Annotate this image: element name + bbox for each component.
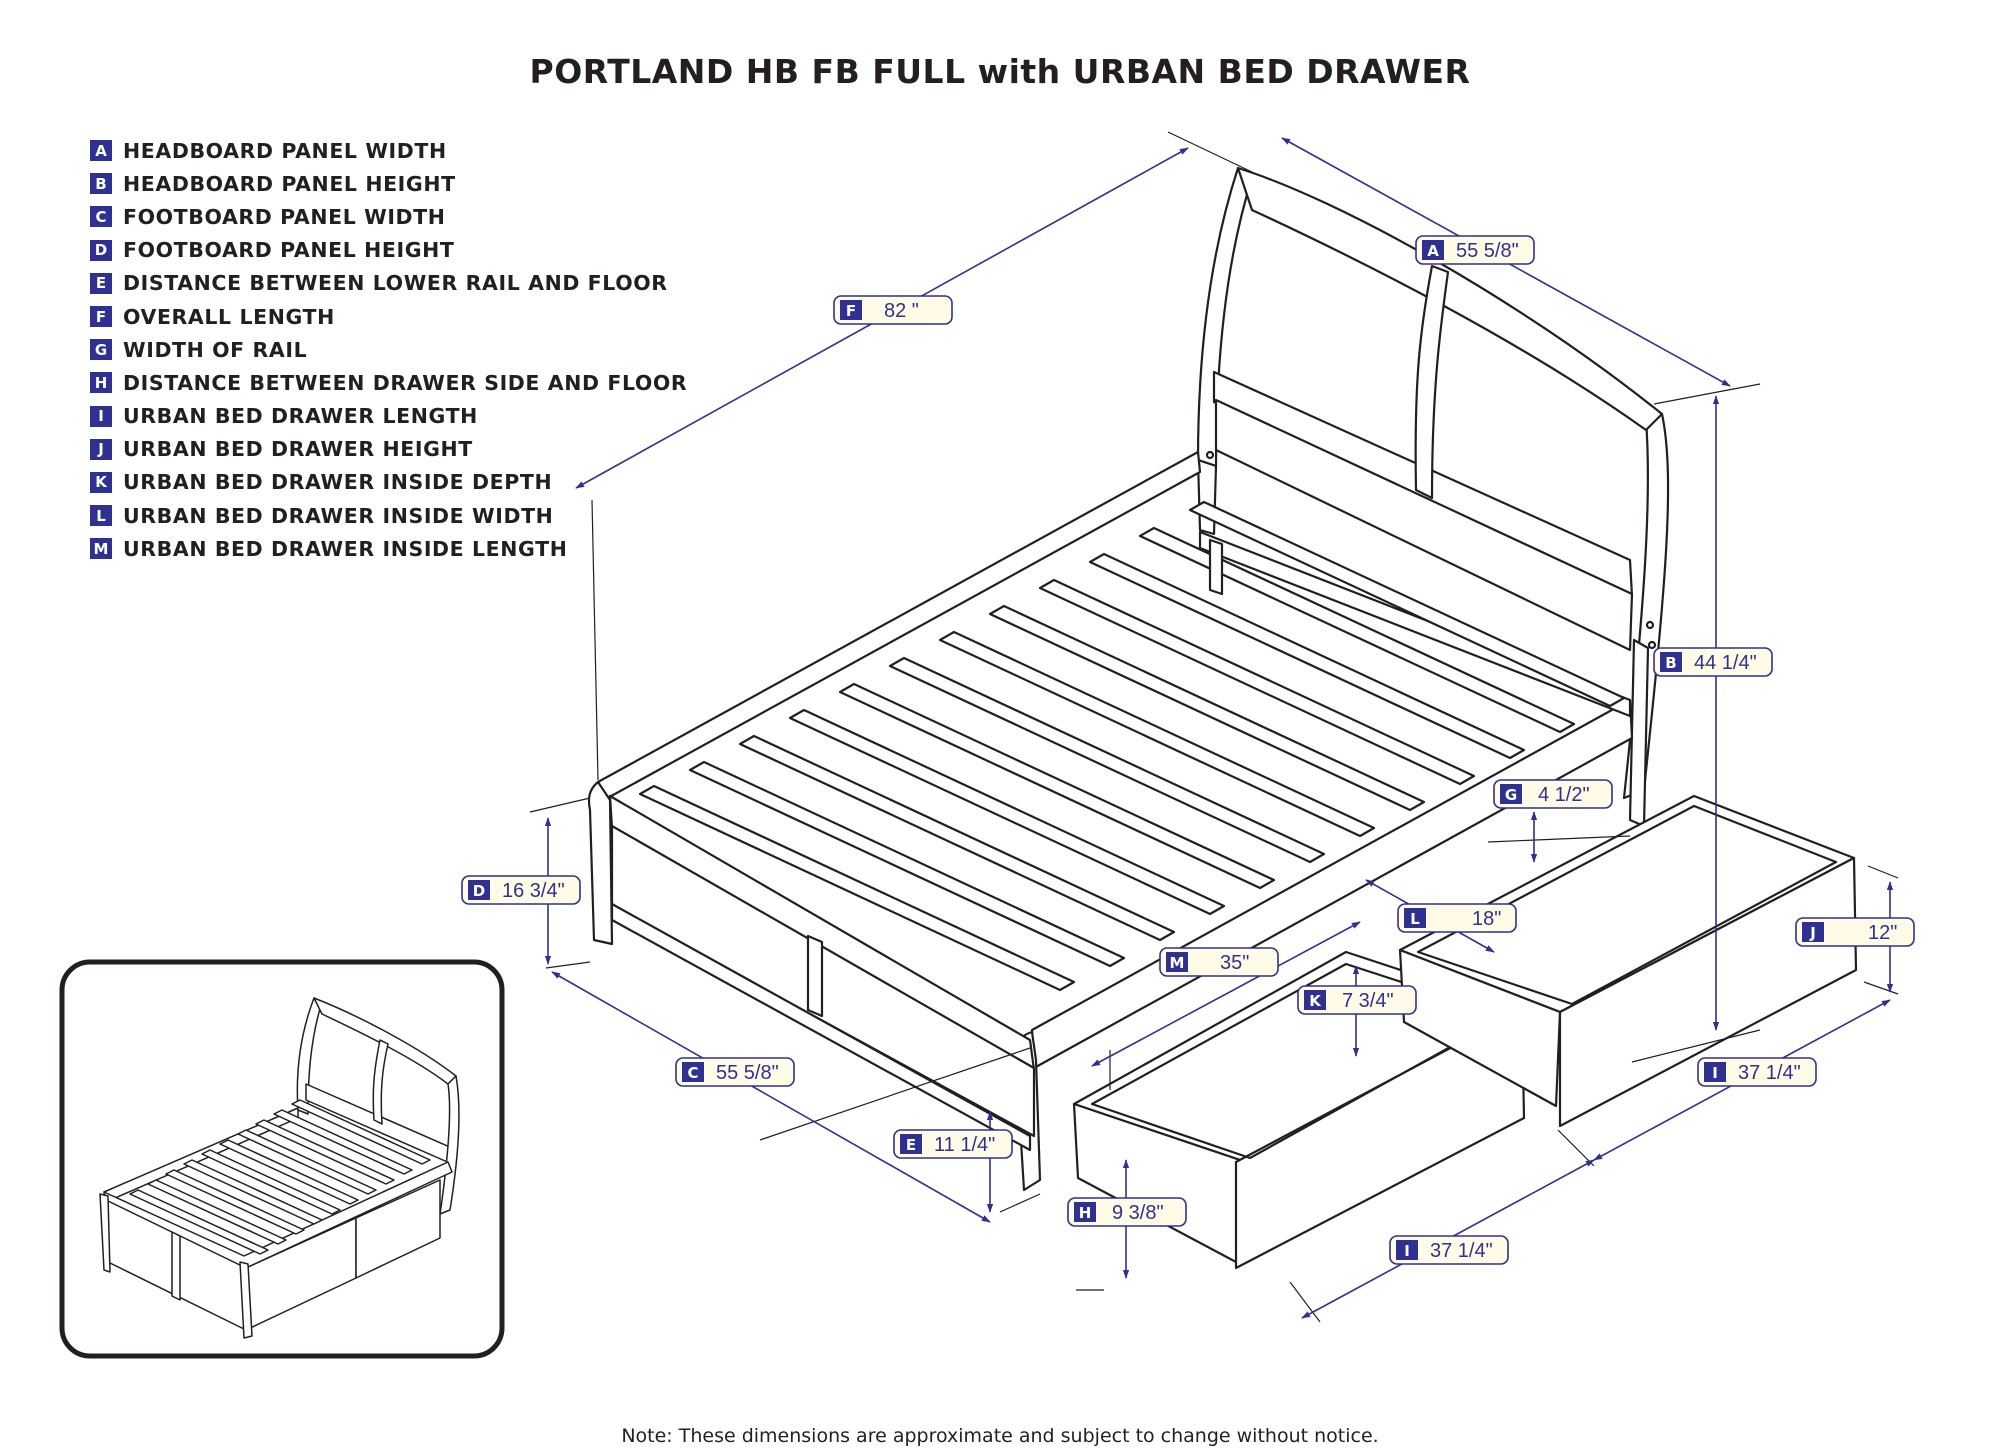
legend-key-badge: M [90, 538, 112, 560]
legend-label: HEADBOARD PANEL HEIGHT [123, 171, 456, 196]
svg-text:E: E [906, 1136, 916, 1154]
legend-label: URBAN BED DRAWER INSIDE WIDTH [123, 503, 554, 528]
legend-label: FOOTBOARD PANEL WIDTH [123, 204, 446, 229]
legend-item-f: F OVERALL LENGTH [90, 300, 687, 333]
dim-label-M: M 35" [1159, 947, 1279, 977]
svg-text:7 3/4": 7 3/4" [1342, 990, 1394, 1012]
dim-label-I2: I 37 1/4" [1697, 1057, 1817, 1087]
thumbnail-bed [99, 997, 460, 1339]
legend-item-j: J URBAN BED DRAWER HEIGHT [90, 433, 687, 466]
dim-label-H: H 9 3/8" [1067, 1197, 1187, 1227]
svg-text:J: J [1809, 924, 1816, 942]
legend-item-g: G WIDTH OF RAIL [90, 333, 687, 366]
svg-text:K: K [1309, 992, 1322, 1010]
legend-key-badge: J [90, 438, 112, 460]
legend-label: HEADBOARD PANEL WIDTH [123, 138, 447, 163]
dim-line-M [1091, 921, 1361, 1067]
footboard-divider [806, 934, 824, 1018]
legend-item-l: L URBAN BED DRAWER INSIDE WIDTH [90, 499, 687, 532]
svg-text:M: M [1170, 954, 1185, 972]
legend-key-badge: A [90, 140, 112, 162]
svg-text:G: G [1505, 786, 1517, 804]
svg-text:9 3/8": 9 3/8" [1112, 1202, 1164, 1224]
dim-label-D: D 16 3/4" [461, 875, 581, 905]
dimension-labels: A 55 5/8" F 82 " B 44 1/4" C 55 5/8" D 1… [461, 235, 1915, 1265]
legend-key-badge: B [90, 173, 112, 195]
svg-text:44 1/4": 44 1/4" [1694, 652, 1757, 674]
legend-key-badge: C [90, 206, 112, 228]
bed-slats [638, 500, 1626, 992]
disclaimer-note: Note: These dimensions are approximate a… [621, 1425, 1379, 1447]
footboard-left-post [587, 780, 614, 946]
svg-text:82 ": 82 " [884, 300, 919, 322]
svg-text:B: B [1665, 654, 1676, 672]
legend-key-badge: K [90, 471, 112, 493]
center-support [1208, 538, 1224, 596]
legend-item-m: M URBAN BED DRAWER INSIDE LENGTH [90, 532, 687, 565]
headboard-lower-panel [1214, 398, 1634, 652]
dim-label-C: C 55 5/8" [675, 1057, 795, 1087]
svg-text:16 3/4": 16 3/4" [502, 880, 565, 902]
svg-text:D: D [473, 882, 485, 900]
svg-text:11 1/4": 11 1/4" [934, 1134, 995, 1156]
headboard-panel [1236, 166, 1664, 432]
legend-label: OVERALL LENGTH [123, 304, 335, 329]
svg-text:55 5/8": 55 5/8" [716, 1062, 779, 1084]
svg-text:I: I [1404, 1242, 1410, 1260]
dim-label-L: L 18" [1397, 903, 1517, 933]
dim-label-G: G 4 1/2" [1493, 779, 1613, 809]
svg-text:18": 18" [1472, 908, 1501, 930]
page-title: PORTLAND HB FB FULL with URBAN BED DRAWE… [529, 52, 1471, 91]
legend-key-badge: F [90, 306, 112, 328]
dim-label-F: F 82 " [833, 295, 953, 325]
legend-item-c: C FOOTBOARD PANEL WIDTH [90, 200, 687, 233]
legend-item-b: B HEADBOARD PANEL HEIGHT [90, 167, 687, 200]
dim-label-J: J 12" [1795, 917, 1915, 947]
dim-line-C [551, 971, 991, 1223]
svg-text:L: L [1410, 910, 1420, 928]
svg-text:I: I [1712, 1064, 1718, 1082]
legend-key-badge: H [90, 372, 112, 394]
legend-key-badge: I [90, 405, 112, 427]
dim-label-K: K 7 3/4" [1297, 985, 1417, 1015]
svg-text:C: C [687, 1064, 698, 1082]
headboard-divider [1414, 264, 1450, 500]
legend-item-i: I URBAN BED DRAWER LENGTH [90, 400, 687, 433]
svg-text:4 1/2": 4 1/2" [1538, 784, 1590, 806]
legend-label: URBAN BED DRAWER INSIDE DEPTH [123, 470, 553, 495]
legend-label: WIDTH OF RAIL [123, 337, 308, 362]
svg-text:35": 35" [1220, 952, 1249, 974]
legend-item-a: A HEADBOARD PANEL WIDTH [90, 134, 687, 167]
svg-text:37 1/4": 37 1/4" [1430, 1240, 1493, 1262]
legend-key-badge: L [90, 505, 112, 527]
svg-text:37 1/4": 37 1/4" [1738, 1062, 1801, 1084]
thumbnail-slats [129, 1099, 431, 1255]
svg-text:A: A [1427, 242, 1439, 260]
far-side-rail [596, 450, 1202, 802]
legend-label: URBAN BED DRAWER LENGTH [123, 404, 478, 429]
legend-label: FOOTBOARD PANEL HEIGHT [123, 238, 455, 263]
drawer-back-inner [1416, 804, 1838, 1006]
dim-label-B: B 44 1/4" [1653, 647, 1773, 677]
svg-text:H: H [1079, 1204, 1092, 1222]
legend-key-badge: G [90, 339, 112, 361]
dim-label-I1: I 37 1/4" [1389, 1235, 1509, 1265]
svg-text:55 5/8": 55 5/8" [1456, 240, 1519, 262]
svg-text:12": 12" [1868, 922, 1897, 944]
legend-key-badge: E [90, 272, 112, 294]
dim-label-E: E 11 1/4" [893, 1129, 1013, 1159]
dim-label-A: A 55 5/8" [1415, 235, 1535, 265]
legend-item-k: K URBAN BED DRAWER INSIDE DEPTH [90, 466, 687, 499]
legend-key-badge: D [90, 239, 112, 261]
legend-label: URBAN BED DRAWER HEIGHT [123, 437, 473, 462]
legend-item-d: D FOOTBOARD PANEL HEIGHT [90, 234, 687, 267]
svg-text:F: F [846, 302, 856, 320]
legend-label: URBAN BED DRAWER INSIDE LENGTH [123, 536, 568, 561]
